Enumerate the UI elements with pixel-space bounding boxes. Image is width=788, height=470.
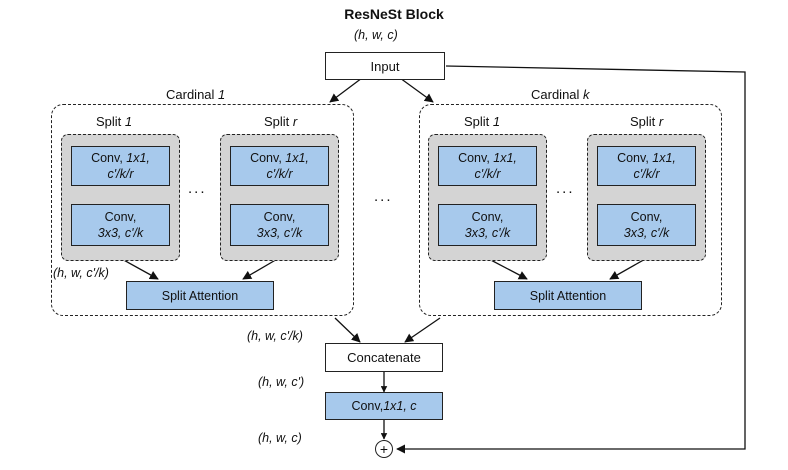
arrow-input-to-cardinal-k <box>399 77 434 103</box>
arrow-cardinal-1-to-concat <box>334 317 361 343</box>
split-attention-box: Split Attention <box>126 281 274 310</box>
conv-1x1-box: Conv, 1x1, c'/k/r <box>597 146 696 186</box>
concat-input-dims: (h, w, c'/k) <box>247 329 303 343</box>
cardinal-1-label: Cardinal 1 <box>166 87 226 102</box>
input-dims: (h, w, c) <box>354 28 398 42</box>
cardinal-ellipsis: ... <box>374 188 393 205</box>
cardinal-k-split-1-label: Split 1 <box>464 114 501 129</box>
final-conv-box: Conv, 1x1, c <box>325 392 443 420</box>
residual-connection <box>396 65 746 454</box>
cardinal-k-split-r-label: Split r <box>630 114 664 129</box>
add-node-icon: + <box>375 440 393 458</box>
conv-3x3-box: Conv, 3x3, c'/k <box>71 204 170 246</box>
conv-1x1-box: Conv, 1x1, c'/k/r <box>438 146 537 186</box>
cardinal-1-split-1-label: Split 1 <box>96 114 133 129</box>
conv-3x3-box: Conv, 3x3, c'/k <box>230 204 329 246</box>
cardinal-1-split-r-label: Split r <box>264 114 298 129</box>
concatenate-box: Concatenate <box>325 343 443 372</box>
split-attention-box: Split Attention <box>494 281 642 310</box>
cardinal-1-container <box>51 104 354 316</box>
diagram-title: ResNeSt Block <box>344 6 444 22</box>
arrow-cardinal-k-to-concat <box>404 317 441 343</box>
output-dims: (h, w, c) <box>258 431 302 445</box>
split-ellipsis: ... <box>188 180 207 197</box>
concat-output-dims: (h, w, c') <box>258 375 305 389</box>
conv-3x3-box: Conv, 3x3, c'/k <box>597 204 696 246</box>
conv-3x3-box: Conv, 3x3, c'/k <box>438 204 537 246</box>
arrow-input-to-cardinal-1 <box>329 77 363 103</box>
cardinal-k-label: Cardinal k <box>531 87 590 102</box>
conv-1x1-box: Conv, 1x1, c'/k/r <box>230 146 329 186</box>
split-ellipsis: ... <box>556 180 575 197</box>
cardinal-k-container <box>419 104 722 316</box>
conv-1x1-box: Conv, 1x1, c'/k/r <box>71 146 170 186</box>
split-output-dims: (h, w, c'/k) <box>53 266 109 280</box>
input-box: Input <box>325 52 445 80</box>
